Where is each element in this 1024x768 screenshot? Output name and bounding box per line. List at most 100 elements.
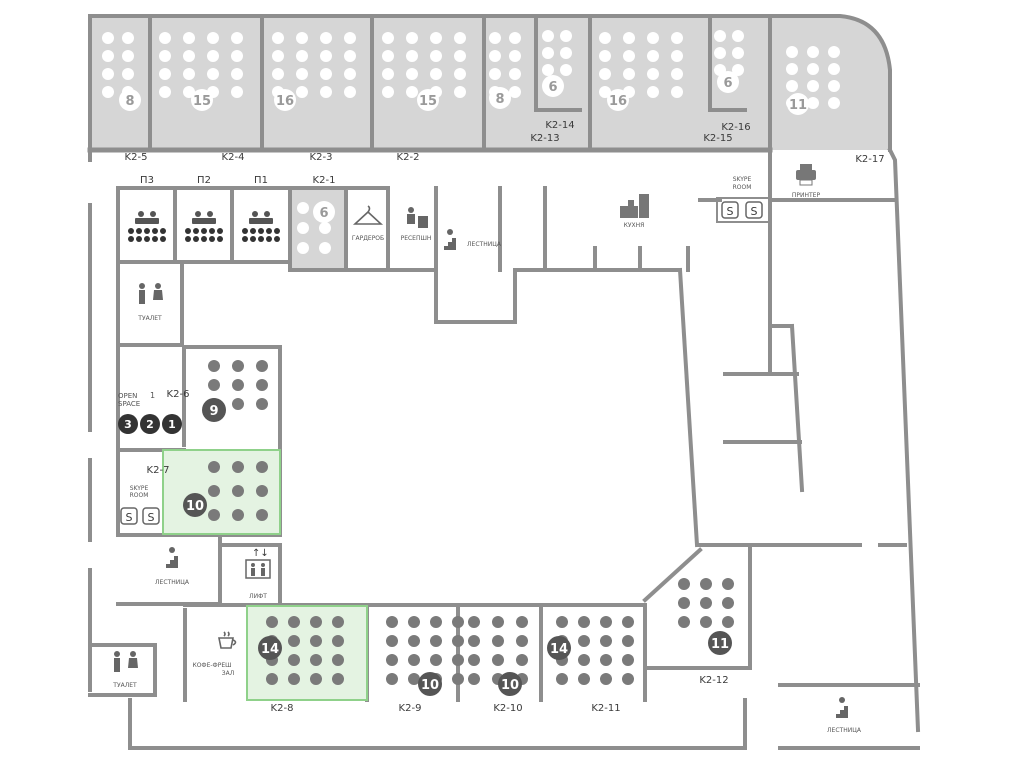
seat [560, 64, 572, 76]
seat [454, 32, 466, 44]
office-label-k2-5[interactable]: K2-5 [125, 152, 148, 163]
seat [700, 616, 712, 628]
meeting-table-icon [135, 211, 159, 224]
seat [807, 46, 819, 58]
seat [386, 673, 398, 685]
open-space: OPEN SPACE 1 3 2 1 [118, 391, 182, 434]
seat [408, 673, 420, 685]
seat [600, 616, 612, 628]
skype-room-left-label-2: ROOM [130, 492, 149, 499]
meeting-room-p2[interactable]: П2 [197, 175, 211, 186]
office-label-k2-13[interactable]: K2-13 [530, 133, 559, 144]
meeting-seat-dot [152, 236, 158, 242]
seat [122, 68, 134, 80]
open-space-desk[interactable]: 3 [118, 414, 138, 434]
open-space-desk[interactable]: 1 [162, 414, 182, 434]
seat [408, 616, 420, 628]
seat [386, 616, 398, 628]
seat [382, 32, 394, 44]
seat [332, 616, 344, 628]
seat [807, 97, 819, 109]
meeting-seat-dot [193, 228, 199, 234]
capacity-value: 11 [789, 98, 807, 113]
office-label-k2-14[interactable]: K2-14 [545, 120, 574, 131]
seat [578, 673, 590, 685]
seat [256, 398, 268, 410]
office-label-k2-2[interactable]: K2-2 [397, 152, 420, 163]
seat [509, 32, 521, 44]
seat [599, 50, 611, 62]
seat [560, 30, 572, 42]
seat [678, 616, 690, 628]
office-label-k2-7[interactable]: K2-7 [147, 465, 170, 476]
office-label-k2-12[interactable]: K2-12 [699, 675, 728, 686]
seat [671, 68, 683, 80]
office-label-k2-3[interactable]: K2-3 [310, 152, 333, 163]
office-label-k2-15[interactable]: K2-15 [703, 133, 732, 144]
seat [297, 242, 309, 254]
open-space-desk[interactable]: 2 [140, 414, 160, 434]
seat [828, 46, 840, 58]
seat [332, 673, 344, 685]
office-label-k2-10[interactable]: K2-10 [493, 703, 522, 714]
seat [492, 616, 504, 628]
meeting-seat-dot [185, 228, 191, 234]
seat [406, 32, 418, 44]
amenity-labels: ГАРДЕРОБ РЕСЕПШН ЛЕСТНИЦА КУХНЯ SKYPE RO… [112, 176, 862, 734]
capacity-badge: 14 [547, 636, 571, 660]
seat [647, 68, 659, 80]
open-space-sup: 1 [150, 391, 155, 400]
skype-room-left: S S [120, 507, 160, 525]
seat [700, 578, 712, 590]
meeting-seat-dot [160, 228, 166, 234]
capacity-badge: 10 [418, 672, 442, 696]
seat [732, 30, 744, 42]
meeting-seat-dot [144, 228, 150, 234]
seat [430, 68, 442, 80]
seat [344, 32, 356, 44]
seat [183, 50, 195, 62]
seat [647, 86, 659, 98]
seat [288, 616, 300, 628]
seat [430, 654, 442, 666]
office-label-k2-16[interactable]: K2-16 [721, 122, 750, 133]
seat [454, 86, 466, 98]
office-label-k2-17[interactable]: K2-17 [855, 154, 884, 165]
seat [382, 68, 394, 80]
seat [159, 68, 171, 80]
skype-icon: S [745, 201, 763, 219]
seat [208, 360, 220, 372]
seat [560, 47, 572, 59]
meeting-seat-dot [128, 236, 134, 242]
seat [232, 461, 244, 473]
capacity-badge: 10 [498, 672, 522, 696]
seat [678, 578, 690, 590]
office-label-k2-4[interactable]: K2-4 [222, 152, 245, 163]
seat [700, 597, 712, 609]
seat [468, 616, 480, 628]
seat [296, 32, 308, 44]
office-label-k2-8[interactable]: K2-8 [271, 703, 294, 714]
office-label-k2-11[interactable]: K2-11 [591, 703, 620, 714]
office-label-k2-1[interactable]: K2-1 [313, 175, 336, 186]
office-label-k2-6[interactable]: K2-6 [167, 389, 190, 400]
capacity-badge: 15 [417, 89, 439, 111]
meeting-room-p1[interactable]: П1 [254, 175, 268, 186]
seat [256, 485, 268, 497]
svg-text:S: S [148, 511, 155, 524]
seat [556, 616, 568, 628]
seat [122, 32, 134, 44]
capacity-value: 15 [193, 94, 211, 109]
seat [207, 50, 219, 62]
skype-icon: S [721, 201, 739, 219]
meeting-room-p3[interactable]: П3 [140, 175, 154, 186]
lift-label: ЛИФТ [249, 593, 267, 600]
office-label-k2-9[interactable]: K2-9 [399, 703, 422, 714]
seat [732, 47, 744, 59]
seat [382, 86, 394, 98]
stairs-icon [166, 547, 178, 568]
seat [386, 635, 398, 647]
seat [714, 30, 726, 42]
seat [542, 47, 554, 59]
